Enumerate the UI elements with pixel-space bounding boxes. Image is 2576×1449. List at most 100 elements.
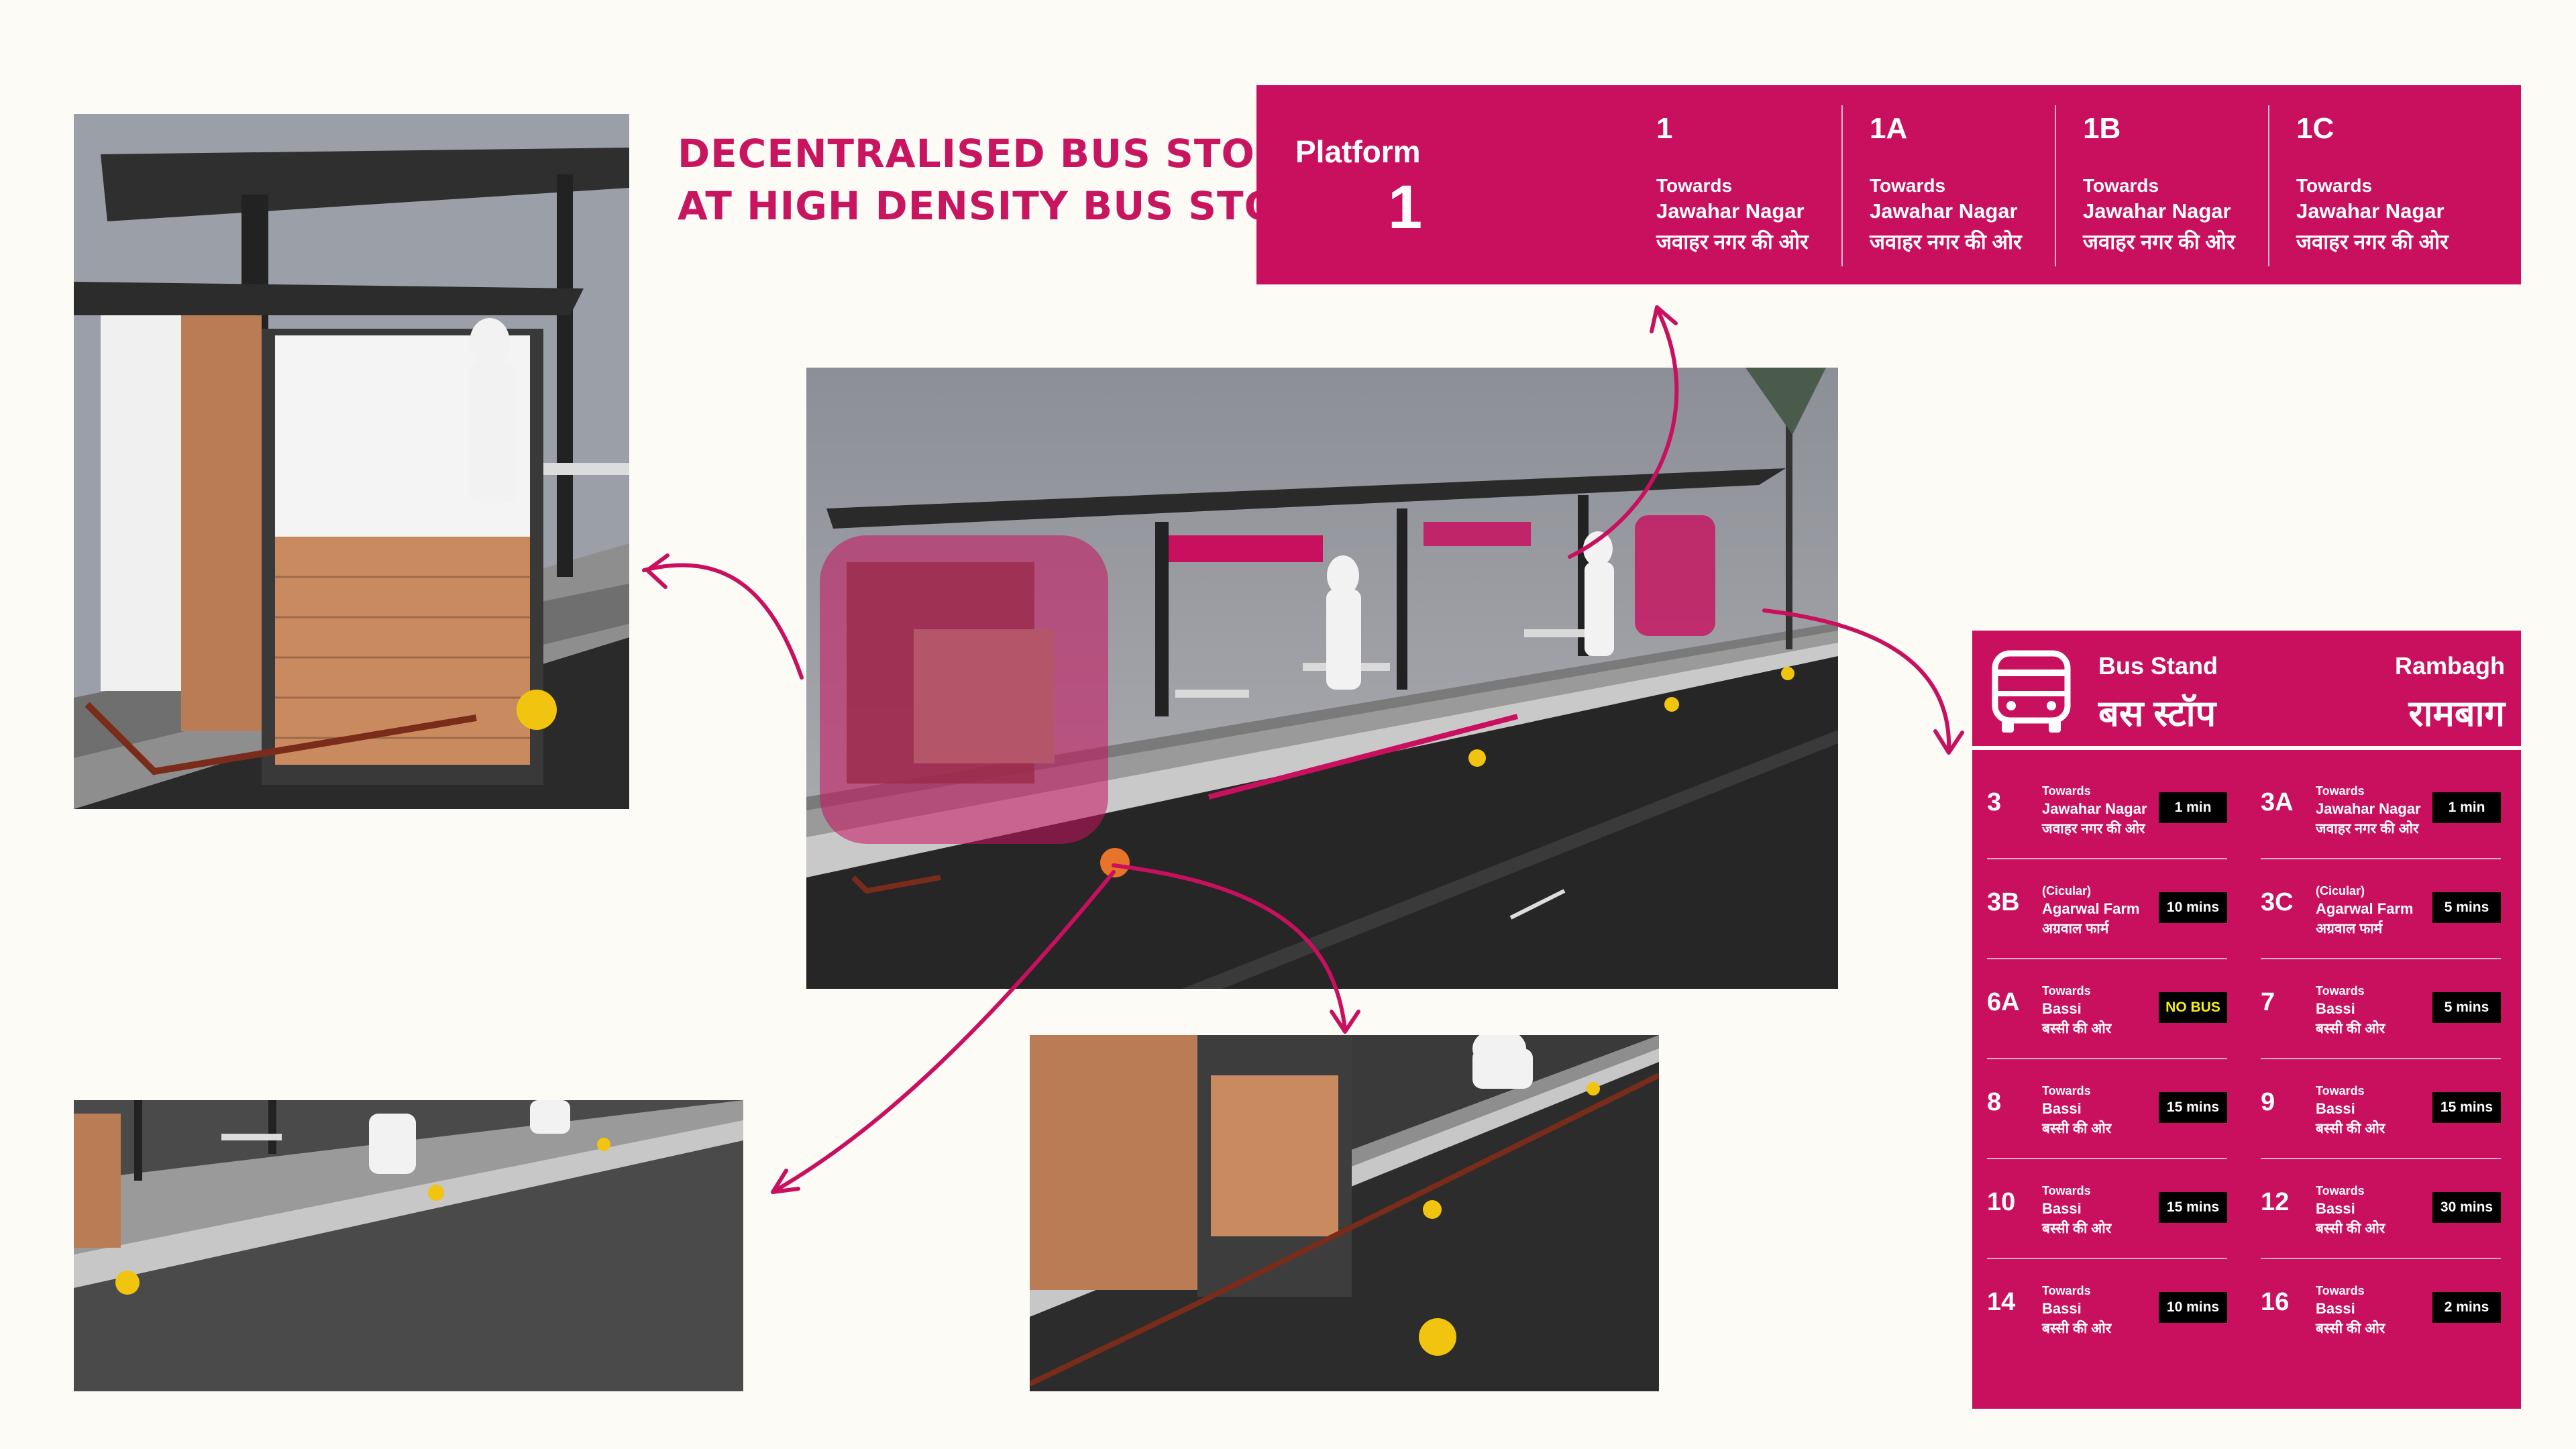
eta-badge: NO BUS	[2159, 992, 2227, 1023]
row-divider	[2261, 1058, 2501, 1059]
route-note: Towards	[2316, 984, 2365, 998]
route-code: 12	[2261, 1188, 2290, 1216]
divider	[2268, 105, 2269, 266]
route-destination: Bassi	[2042, 1100, 2082, 1117]
header-divider	[1972, 746, 2521, 750]
route-note: Towards	[2042, 784, 2091, 798]
route-code: 16	[2261, 1288, 2290, 1316]
route-code: 1C	[2296, 112, 2334, 145]
route-destination: Bassi	[2042, 1200, 2082, 1217]
route-code: 3C	[2261, 888, 2294, 916]
route-destination-hindi: बस्सी की ओर	[2042, 1121, 2112, 1136]
platform-route: 1A Towards Jawahar Nagar जवाहर नगर की ओर	[1845, 85, 2059, 284]
route-destination-hindi: बस्सी की ओर	[2042, 1321, 2112, 1336]
route-note: (Cicular)	[2316, 884, 2365, 898]
route-destination: Bassi	[2042, 1000, 2082, 1017]
arrow-to-kiosk-zoom	[642, 563, 804, 680]
route-destination: Bassi	[2316, 1300, 2355, 1317]
row-divider	[1987, 1258, 2227, 1259]
route-destination: Jawahar Nagar	[2316, 800, 2421, 817]
route-destination: Jawahar Nagar	[2083, 199, 2231, 223]
route-code: 7	[2261, 988, 2275, 1016]
route-destination: Bassi	[2316, 1200, 2355, 1217]
route-destination: Agarwal Farm	[2042, 900, 2140, 917]
route-destination-hindi: बस्सी की ओर	[2316, 1321, 2385, 1336]
bus-stand-header: Bus Stand बस स्टॉप Rambagh रामबाग	[1972, 631, 2521, 745]
route-note: Towards	[2042, 984, 2091, 998]
eta-badge: 30 mins	[2432, 1192, 2501, 1223]
route-destination-hindi: बस्सी की ओर	[2316, 1121, 2385, 1136]
bus-stand-label-hindi: बस स्टॉप	[2098, 694, 2216, 734]
route-note: Towards	[2042, 1084, 2091, 1097]
arrowhead	[1650, 305, 1678, 333]
row-divider	[2261, 1258, 2501, 1259]
eta-badge: 15 mins	[2159, 1192, 2227, 1223]
route-destination-hindi: अग्रवाल फार्म	[2316, 921, 2383, 936]
route-destination-hindi: बस्सी की ओर	[2042, 1021, 2112, 1036]
platform-sign: Platform 1 1 Towards Jawahar Nagar जवाहर…	[1256, 85, 2521, 284]
divider	[2055, 105, 2056, 266]
row-divider	[2261, 958, 2501, 959]
platform-label: Platform	[1295, 134, 1421, 169]
route-code: 3B	[1987, 888, 2020, 916]
route-destination-hindi: जवाहर नगर की ओर	[2316, 821, 2419, 837]
arrowhead	[1933, 729, 1964, 755]
arrowhead	[645, 553, 669, 589]
row-divider	[2261, 1158, 2501, 1159]
platform-route: 1B Towards Jawahar Nagar जवाहर नगर की ओर	[2059, 85, 2272, 284]
stop-location: Rambagh	[2394, 652, 2505, 680]
route-destination-hindi: जवाहर नगर की ओर	[1870, 230, 2022, 254]
route-note: Towards	[2316, 1084, 2365, 1097]
route-towards: Towards	[2083, 175, 2159, 196]
arrowhead	[771, 1169, 800, 1194]
divider	[1841, 105, 1843, 266]
route-code: 1B	[2083, 112, 2121, 145]
route-note: Towards	[2316, 1184, 2365, 1197]
route-code: 3A	[2261, 788, 2294, 816]
eta-badge: 15 mins	[2159, 1092, 2227, 1123]
platform-number: 1	[1388, 173, 1423, 241]
row-divider	[1987, 958, 2227, 959]
route-code: 3	[1987, 788, 2002, 816]
title-line-1: DECENTRALISED BUS STOP	[678, 131, 1285, 176]
eta-badge: 10 mins	[2159, 1292, 2227, 1323]
route-destination: Bassi	[2316, 1000, 2355, 1017]
eta-badge: 10 mins	[2159, 892, 2227, 923]
row-divider	[1987, 1158, 2227, 1159]
bus-stand-label: Bus Stand	[2098, 652, 2218, 680]
route-towards: Towards	[2296, 175, 2373, 196]
route-note: Towards	[2316, 784, 2365, 798]
kiosk-corner-render	[1030, 1035, 1659, 1391]
route-destination: Bassi	[2316, 1100, 2355, 1117]
eta-badge: 5 mins	[2432, 892, 2501, 923]
platform-route: 1 Towards Jawahar Nagar जवाहर नगर की ओर	[1632, 85, 1845, 284]
platform-edge-render	[74, 1100, 743, 1391]
row-divider	[1987, 858, 2227, 859]
main-render	[806, 368, 1838, 989]
eta-badge: 1 min	[2432, 792, 2501, 823]
eta-badge: 5 mins	[2432, 992, 2501, 1023]
route-code: 9	[2261, 1088, 2275, 1116]
route-destination: Jawahar Nagar	[2042, 800, 2147, 817]
row-divider	[1987, 1058, 2227, 1059]
stop-location-hindi: रामबाग	[2408, 694, 2505, 734]
route-note: (Cicular)	[2042, 884, 2092, 898]
route-code: 6A	[1987, 988, 2020, 1016]
title-line-2: AT HIGH DENSITY BUS STOP	[678, 183, 1307, 229]
route-code: 1A	[1870, 112, 1908, 145]
route-destination-hindi: बस्सी की ओर	[2042, 1221, 2112, 1236]
route-destination-hindi: बस्सी की ओर	[2316, 1021, 2385, 1036]
route-note: Towards	[2316, 1284, 2365, 1297]
route-code: 8	[1987, 1088, 2002, 1116]
route-towards: Towards	[1870, 175, 1946, 196]
route-code: 10	[1987, 1188, 2016, 1216]
route-destination: Jawahar Nagar	[1656, 199, 1805, 223]
